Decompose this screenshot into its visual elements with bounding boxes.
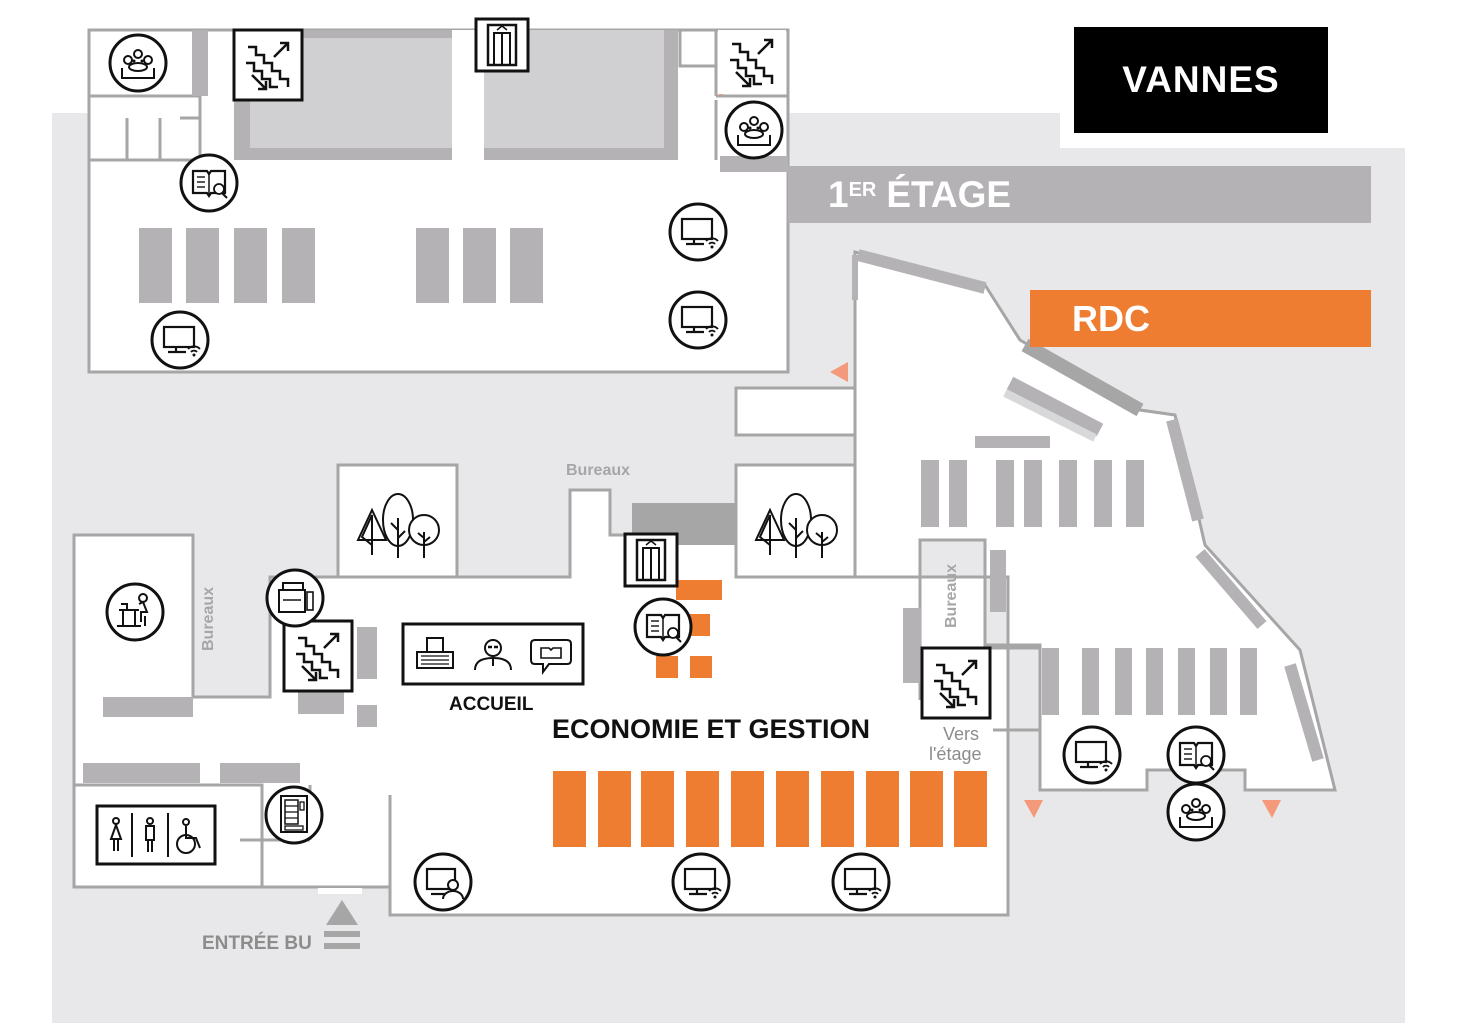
offices-label-top: Bureaux — [566, 462, 631, 479]
catalog-icon[interactable] — [635, 599, 691, 655]
entrance-label: ENTRÉE BU — [202, 933, 312, 954]
section-label: ECONOMIE ET GESTION — [552, 714, 871, 744]
stairs-icon[interactable] — [232, 28, 304, 102]
group-work-room-icon[interactable] — [110, 35, 166, 91]
economics-shelves — [553, 580, 987, 847]
stairs-note-line2: l'étage — [929, 744, 982, 764]
elevator-icon[interactable] — [474, 17, 530, 73]
librarian-icon — [474, 639, 512, 671]
stairs-note-line1: Vers — [943, 724, 980, 744]
computer-wifi-icon[interactable] — [670, 204, 726, 260]
offices-label-right: Bureaux — [943, 563, 960, 628]
catalog-icon[interactable] — [1168, 727, 1224, 783]
vending-machine-icon[interactable] — [264, 785, 324, 845]
floor-upper-number: 1 — [828, 173, 849, 215]
computer-wifi-icon[interactable] — [833, 854, 889, 910]
offices-label-left: Bureaux — [200, 586, 217, 651]
reception-panel[interactable] — [401, 622, 585, 686]
city-label: VANNES — [1074, 27, 1328, 133]
computer-wifi-icon[interactable] — [673, 854, 729, 910]
group-work-room-icon[interactable] — [1168, 784, 1224, 840]
computer-user-icon[interactable] — [415, 854, 471, 910]
stairs-icon[interactable] — [920, 646, 992, 720]
toilets-icon[interactable] — [95, 804, 217, 866]
elevator-icon[interactable] — [623, 532, 679, 588]
floor-ground-tab[interactable]: RDC — [1030, 290, 1371, 347]
computer-wifi-icon[interactable] — [152, 312, 208, 368]
group-work-room-icon[interactable] — [726, 102, 782, 158]
computer-wifi-icon[interactable] — [670, 292, 726, 348]
printer-copier-icon[interactable] — [265, 568, 325, 628]
catalog-icon[interactable] — [181, 155, 237, 211]
help-speech-icon — [530, 639, 572, 675]
floor-upper-text: ÉTAGE — [886, 173, 1012, 215]
stairs-icon[interactable] — [282, 619, 354, 693]
reception-label: ACCUEIL — [449, 694, 534, 715]
computer-wifi-icon[interactable] — [1064, 727, 1120, 783]
reception-icon — [416, 637, 454, 669]
stairs-icon[interactable] — [718, 30, 786, 94]
accessible-toilet-icon[interactable] — [176, 818, 201, 854]
floor-upper-suffix: ER — [848, 179, 877, 201]
entrance-arrow-icon[interactable] — [318, 888, 362, 949]
study-desk-icon[interactable] — [105, 582, 165, 642]
